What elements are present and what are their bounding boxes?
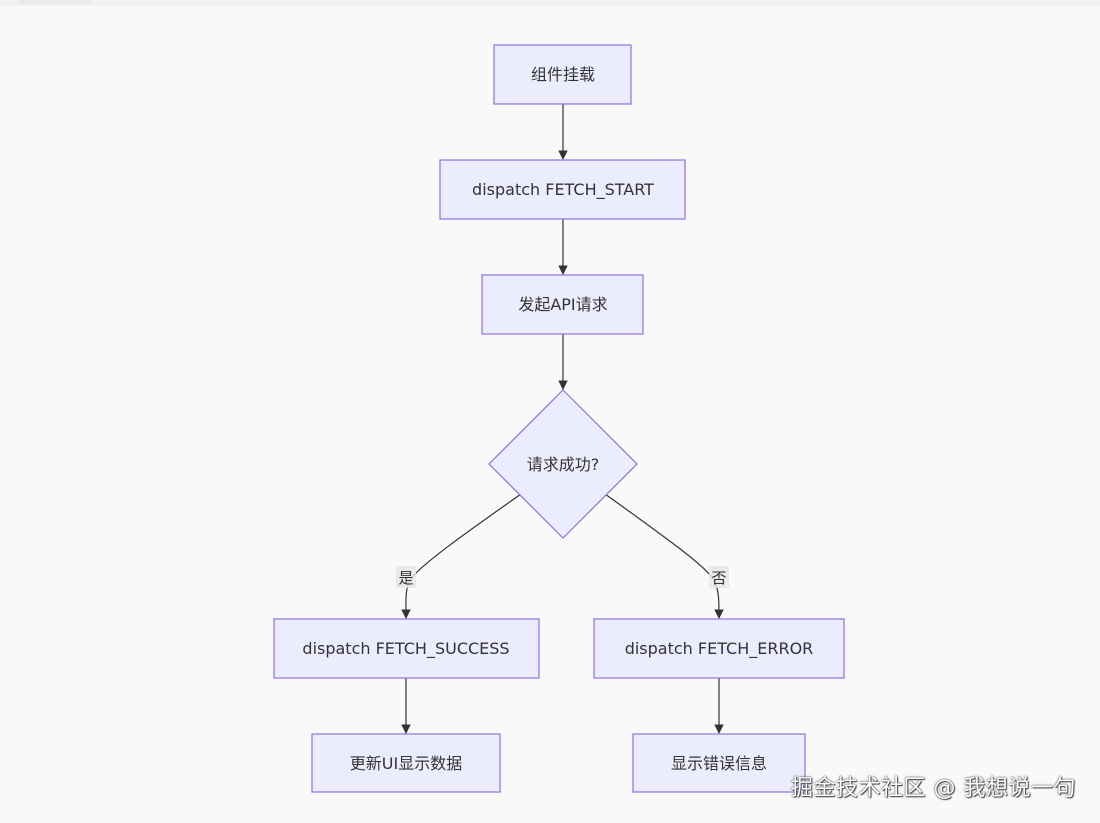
node-update-ui-label: 更新UI显示数据 xyxy=(350,754,462,773)
edge-label-no-text: 否 xyxy=(711,569,726,587)
node-fetch-error-label: dispatch FETCH_ERROR xyxy=(625,639,814,659)
edge-decision-to-success xyxy=(401,493,522,619)
node-mount: 组件挂载 xyxy=(493,44,632,105)
node-show-error-label: 显示错误信息 xyxy=(671,754,767,773)
tab-ghost xyxy=(18,0,90,4)
edge-decision-to-error xyxy=(604,493,724,619)
node-decision-label: 请求成功? xyxy=(527,455,600,474)
edge-label-no: 否 xyxy=(709,566,729,588)
watermark: 掘金技术社区 @ 我想说一句 xyxy=(791,776,1076,801)
node-update-ui: 更新UI显示数据 xyxy=(311,733,501,793)
node-fetch-start-label: dispatch FETCH_START xyxy=(472,180,654,200)
node-api-request-label: 发起API请求 xyxy=(518,295,607,314)
node-decision: 请求成功? xyxy=(488,389,638,539)
node-mount-label: 组件挂载 xyxy=(531,65,595,84)
node-fetch-success: dispatch FETCH_SUCCESS xyxy=(273,618,540,679)
node-fetch-error: dispatch FETCH_ERROR xyxy=(593,618,845,679)
edge-label-yes: 是 xyxy=(396,566,416,588)
edge-label-yes-text: 是 xyxy=(398,569,413,587)
node-fetch-success-label: dispatch FETCH_SUCCESS xyxy=(302,639,509,659)
node-show-error: 显示错误信息 xyxy=(632,733,806,793)
node-api-request: 发起API请求 xyxy=(481,274,644,335)
top-strip xyxy=(0,0,1100,6)
node-fetch-start: dispatch FETCH_START xyxy=(439,159,686,220)
